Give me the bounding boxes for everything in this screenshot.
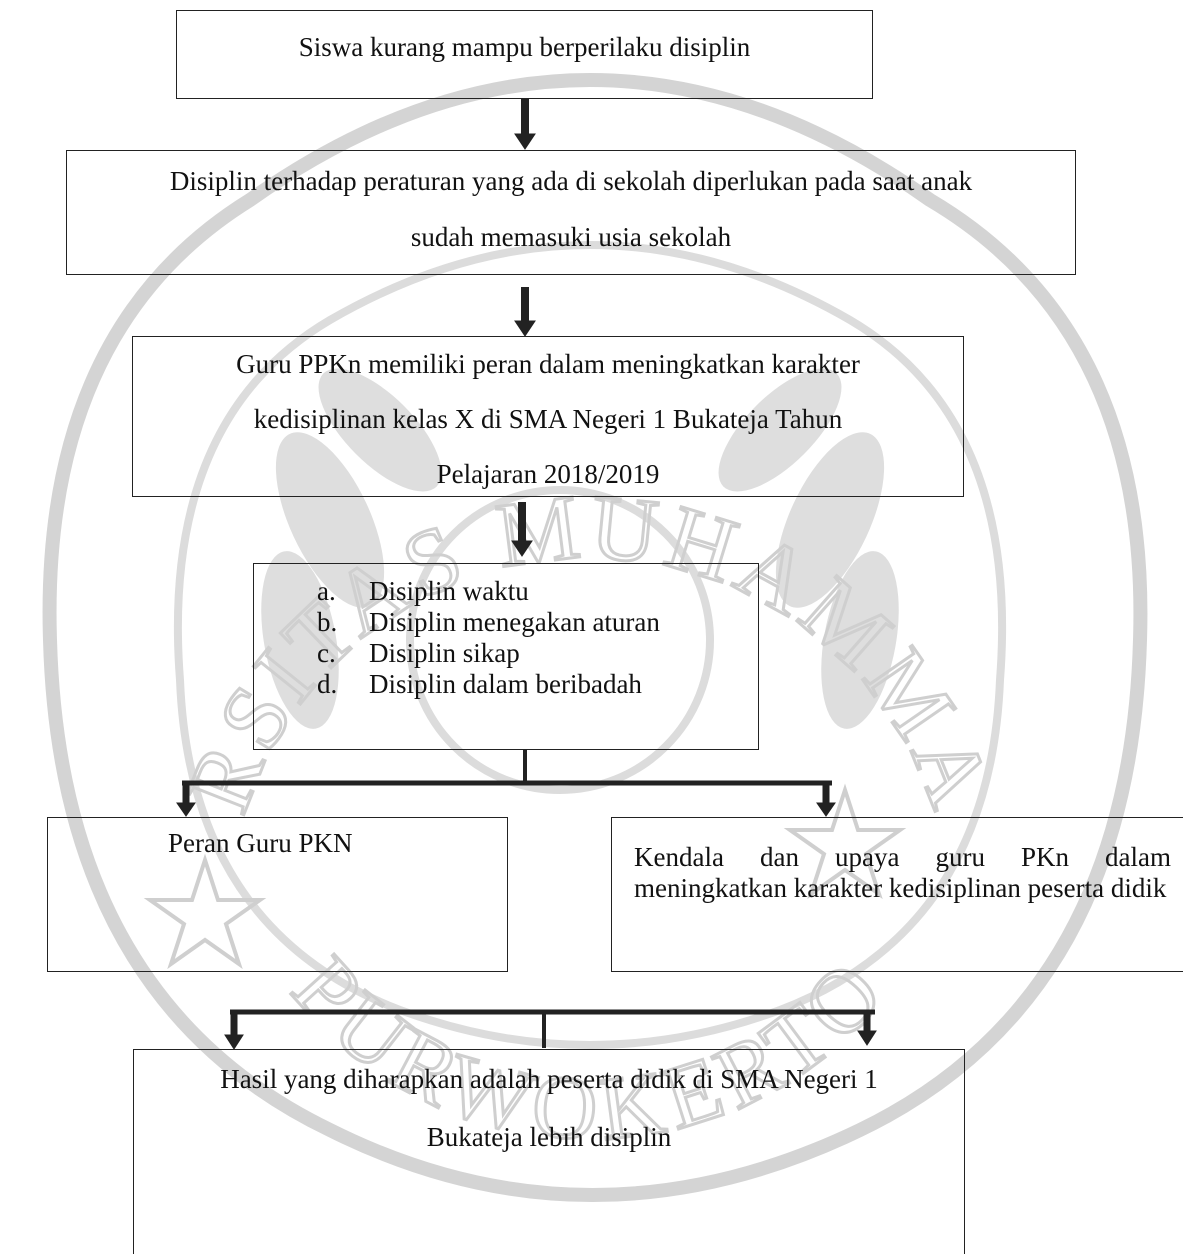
flow-box-problem: Siswa kurang mampu berperilaku disiplin [176, 10, 873, 99]
flow-box-discipline-types: a.Disiplin waktu b.Disiplin menegakan at… [253, 563, 759, 750]
expected-result-line-2: Bukateja lebih disiplin [426, 1122, 672, 1152]
list-item: c.Disiplin sikap [317, 638, 520, 668]
arrow-down-icon [224, 1034, 244, 1050]
flow-box-discipline-need: Disiplin terhadap peraturan yang ada di … [66, 150, 1076, 275]
list-item: b.Disiplin menegakan aturan [317, 607, 660, 637]
flow-box-teacher-role: Guru PPKn memiliki peran dalam meningkat… [132, 336, 964, 497]
flow-box-obstacles-efforts: Kendala dan upaya guru PKn dalam meningk… [611, 817, 1183, 972]
list-item: a.Disiplin waktu [317, 576, 529, 606]
arrow-down-icon [857, 1030, 877, 1046]
expected-result-line-1: Hasil yang diharapkan adalah peserta did… [220, 1064, 878, 1094]
discipline-need-line-2: sudah memasuki usia sekolah [410, 222, 732, 252]
arrow-down-icon [176, 802, 196, 817]
arrow-down-icon [511, 540, 533, 557]
teacher-role-pkn-text: Peran Guru PKN [168, 828, 353, 858]
arrow-down-icon [514, 320, 536, 337]
discipline-types-list: a.Disiplin waktu b.Disiplin menegakan at… [317, 576, 660, 700]
arrow-down-icon [514, 133, 536, 150]
obstacles-efforts-text: Kendala dan upaya guru PKn dalam meningk… [634, 842, 1171, 903]
problem-text: Siswa kurang mampu berperilaku disiplin [298, 32, 751, 62]
arrow-down-icon [816, 802, 836, 817]
discipline-need-line-1: Disiplin terhadap peraturan yang ada di … [169, 166, 973, 196]
teacher-role-line-2: kedisiplinan kelas X di SMA Negeri 1 Buk… [253, 404, 843, 434]
list-item: d.Disiplin dalam beribadah [317, 669, 642, 699]
teacher-role-line-3: Pelajaran 2018/2019 [436, 459, 660, 489]
flow-box-teacher-role-pkn: Peran Guru PKN [47, 817, 508, 972]
flow-box-expected-result: Hasil yang diharapkan adalah peserta did… [133, 1049, 965, 1254]
teacher-role-line-1: Guru PPKn memiliki peran dalam meningkat… [236, 349, 860, 379]
